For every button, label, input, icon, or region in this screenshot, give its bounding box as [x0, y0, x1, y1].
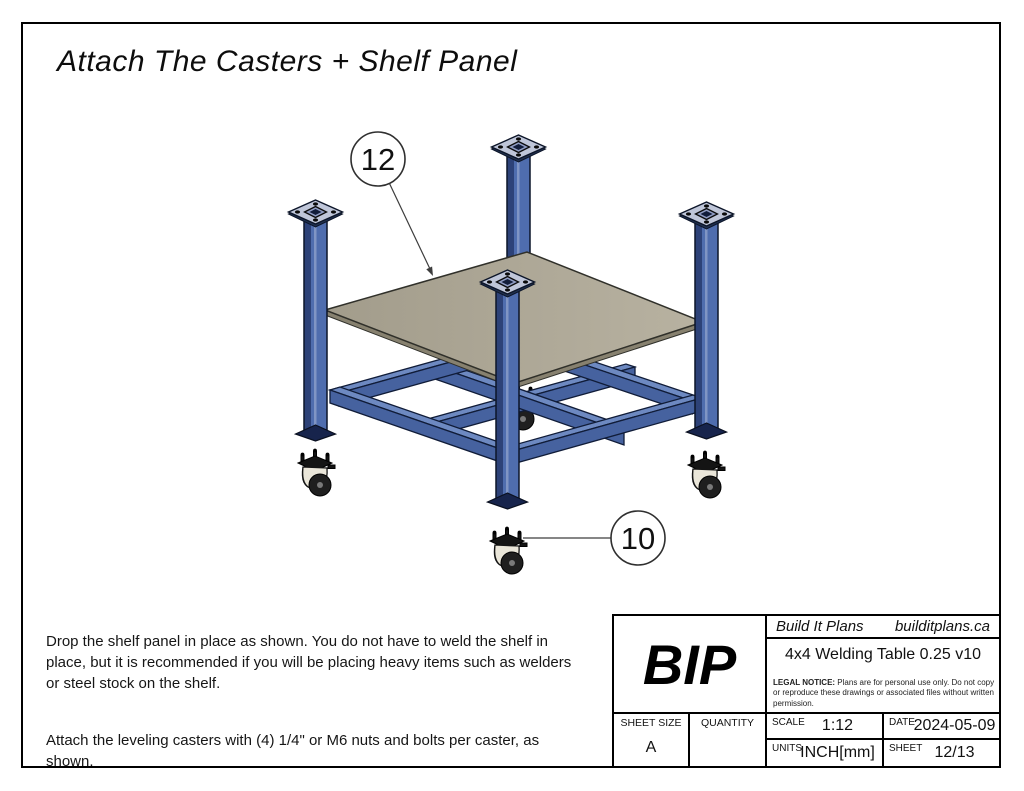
- sheet-size-cell: SHEET SIZE A: [614, 714, 690, 766]
- caster-left: [297, 447, 336, 497]
- scale-field: SCALE 1:12: [767, 714, 882, 740]
- leg-front: [479, 269, 536, 510]
- units-value: INCH[mm]: [800, 744, 875, 761]
- caster-mount-plate: [287, 199, 344, 228]
- balloon-10: 10: [523, 510, 666, 566]
- date-value: 2024-05-09: [913, 717, 996, 734]
- balloon-12-number: 12: [361, 142, 395, 177]
- caster-mount-plate: [678, 201, 735, 230]
- units-label: UNITS: [772, 743, 802, 754]
- instruction-text: Drop the shelf panel in place as shown. …: [46, 610, 606, 791]
- legal-notice-text: Plans are for personal use only. Do not …: [773, 677, 995, 708]
- title-block-fields: SHEET SIZE A QUANTITY SCALE 1:12 UNITS I…: [614, 714, 999, 766]
- sheet-label: SHEET: [889, 743, 923, 754]
- leg-left: [287, 199, 344, 442]
- sheet-border: [21, 22, 1001, 768]
- balloon-10-number: 10: [621, 521, 655, 556]
- date-label: DATE: [889, 717, 915, 728]
- leg-right: [678, 201, 735, 440]
- sheet-size-label: SHEET SIZE: [620, 717, 682, 729]
- quantity-cell: QUANTITY: [690, 714, 767, 766]
- scale-value: 1:12: [821, 717, 854, 734]
- balloon-12: 12: [350, 131, 433, 276]
- caster-front: [489, 525, 528, 575]
- sheet-title: Attach The Casters + Shelf Panel: [57, 45, 518, 78]
- sheet-size-value: A: [645, 738, 657, 756]
- caster-right: [687, 449, 726, 499]
- project-name: 4x4 Welding Table 0.25 v10: [785, 646, 981, 663]
- logo-cell: BIP: [614, 616, 767, 714]
- scale-units-cell: SCALE 1:12 UNITS INCH[mm]: [767, 714, 884, 766]
- quantity-value: [690, 729, 765, 766]
- units-field: UNITS INCH[mm]: [767, 740, 882, 766]
- legal-notice: LEGAL NOTICE: Plans are for personal use…: [773, 678, 996, 709]
- legal-notice-label: LEGAL NOTICE:: [773, 677, 836, 687]
- instruction-paragraph-1: Drop the shelf panel in place as shown. …: [46, 633, 572, 692]
- sheet-value: 12/13: [934, 744, 975, 761]
- date-field: DATE 2024-05-09: [884, 714, 999, 740]
- date-sheet-cell: DATE 2024-05-09 SHEET 12/13: [884, 714, 999, 766]
- title-block: BIP Build It Plans builditplans.ca 4x4 W…: [612, 614, 1001, 768]
- quantity-label: QUANTITY: [700, 717, 755, 729]
- instruction-paragraph-2: Attach the leveling casters with (4) 1/4…: [46, 732, 540, 770]
- brand-row: Build It Plans builditplans.ca: [767, 616, 999, 639]
- sheet-number-field: SHEET 12/13: [884, 740, 999, 766]
- company-name: Build It Plans: [776, 618, 864, 635]
- bip-logo: BIP: [642, 632, 737, 696]
- project-row: 4x4 Welding Table 0.25 v10 LEGAL NOTICE:…: [767, 639, 999, 714]
- caster-mount-plate: [490, 134, 547, 163]
- scale-label: SCALE: [772, 717, 805, 728]
- website: builditplans.ca: [894, 618, 990, 635]
